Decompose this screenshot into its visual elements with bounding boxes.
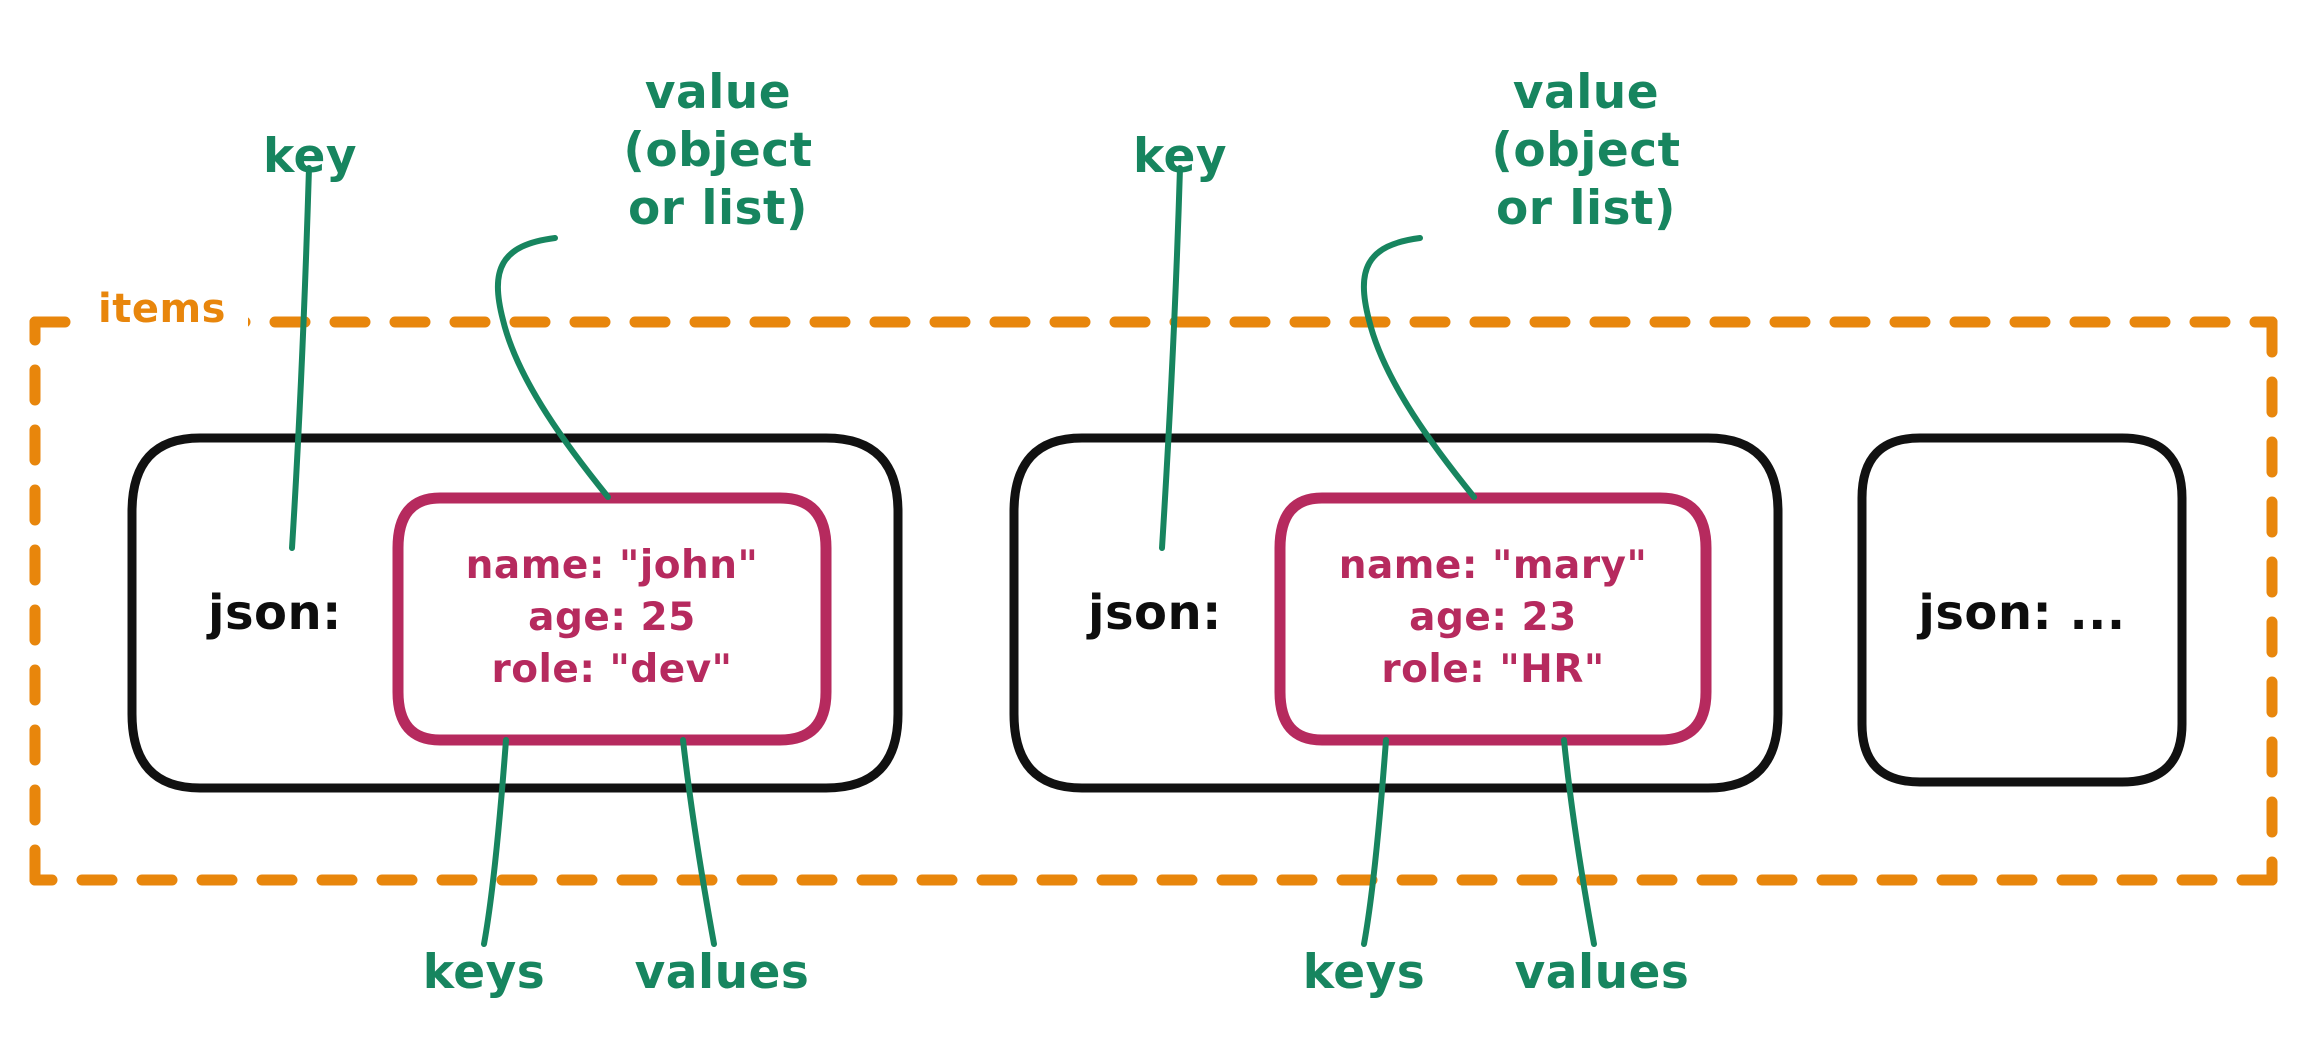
connector-value-1 <box>494 235 611 500</box>
connector-key-1 <box>289 165 312 551</box>
items-container-outline <box>29 300 2278 886</box>
connector-key-2 <box>1159 165 1183 551</box>
card-3-outer-shape <box>1857 433 2187 787</box>
connector-value-2 <box>1360 235 1477 500</box>
connector-keys-1 <box>481 737 509 947</box>
connector-values-1 <box>680 737 717 947</box>
connector-keys-2 <box>1361 737 1389 947</box>
card-2-inner-shape <box>1274 492 1712 746</box>
card-1-inner-shape <box>392 492 832 746</box>
connector-values-2 <box>1561 737 1597 947</box>
